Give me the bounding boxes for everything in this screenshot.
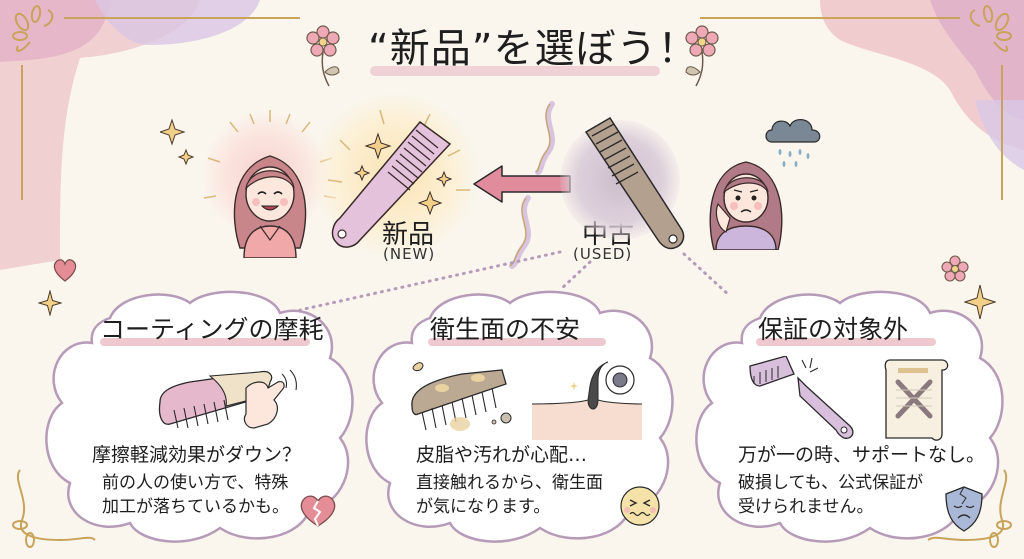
card-line-1: 万が一の時、サポートなし。	[738, 444, 986, 466]
new-label: 新品	[382, 220, 435, 250]
heart-icon	[53, 259, 77, 282]
broken-comb-illustration	[749, 356, 854, 439]
scalp-germ-illustration	[532, 361, 642, 440]
card-line-1: 摩擦軽減効果がダウン？	[92, 444, 302, 466]
card-line-2: 前の人の使い方で、特殊	[102, 473, 289, 493]
flower-small-icon	[941, 255, 969, 282]
arrow-left-icon	[473, 101, 571, 269]
void-warranty-scroll-icon	[884, 359, 949, 441]
uneasy-face-icon	[620, 486, 660, 526]
card-line-3: 加工が落ちているかも。	[102, 497, 289, 517]
card-title: 衛生面の不安	[430, 315, 581, 344]
card-title: コーティングの摩耗	[100, 315, 324, 344]
sparkle-icon	[38, 290, 62, 316]
dirty-comb-illustration	[411, 362, 512, 431]
title-underline	[370, 66, 660, 76]
broken-heart-icon	[300, 495, 336, 527]
cloud-bubble	[365, 290, 674, 543]
card-coating-wear: コーティングの摩耗 摩擦軽減効果がダウン？ 前の人の使い方で、特殊 加工が落ちて…	[40, 288, 360, 548]
sparkle-icon	[160, 118, 195, 166]
flower-right-icon	[685, 25, 719, 87]
card-title-underline	[100, 338, 310, 346]
card-title-underline	[428, 338, 606, 346]
used-sublabel: (USED)	[573, 245, 633, 263]
sparkle-icon	[964, 284, 996, 320]
card-line-1: 皮脂や汚れが心配…	[416, 444, 588, 466]
card-title: 保証の対象外	[758, 315, 909, 344]
page-title: “新品”を選ぼう！	[368, 26, 699, 72]
worried-woman-illustration	[709, 161, 783, 250]
card-line-3: 受けられません。	[738, 497, 874, 517]
worn-comb-illustration	[158, 369, 297, 429]
card-line-2: 破損しても、公式保証が	[738, 473, 924, 493]
rain-cloud-icon	[765, 119, 821, 167]
card-title-underline	[756, 338, 936, 346]
card-line-3: が気になります。	[416, 497, 551, 517]
card-no-warranty: 保証の対象外 万が一の時、サポートなし。 破損しても、公式保証が 受けられません…	[690, 288, 1010, 548]
flower-left-icon	[306, 25, 340, 87]
sad-shield-icon	[945, 486, 983, 532]
used-comb-illustration	[584, 116, 685, 250]
new-comb-illustration	[327, 110, 470, 248]
happy-woman-illustration	[203, 110, 337, 258]
card-line-2: 直接触れるから、衛生面	[416, 473, 603, 493]
new-sublabel: (NEW)	[383, 245, 436, 263]
cloud-bubble	[45, 290, 354, 543]
card-hygiene: 衛生面の不安 皮脂や汚れが心配… 直接触れるから、衛生面 が気になります。	[360, 288, 680, 548]
cloud-bubble	[695, 290, 1004, 543]
